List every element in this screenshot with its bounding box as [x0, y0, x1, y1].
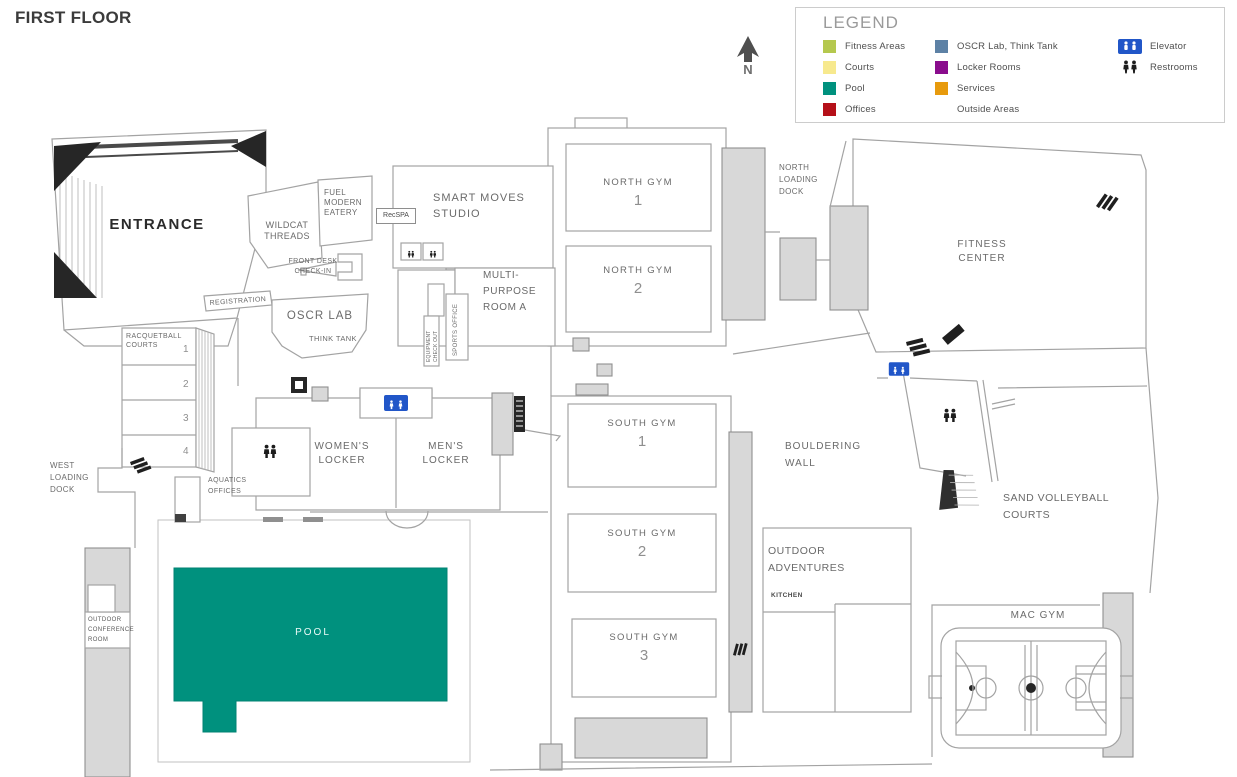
stairs-icon — [906, 323, 965, 358]
room-oscr-lab — [271, 293, 369, 359]
label-outdoor-conference: OUTDOOR CONFERENCE ROOM — [88, 617, 135, 643]
label-aquatics-offices: AQUATICS OFFICES — [208, 477, 247, 495]
room-racquetball-courts — [121, 327, 215, 473]
legend-item: Outside Areas — [935, 102, 1058, 116]
legend-column-3: Elevator Restrooms — [1118, 38, 1198, 81]
services-swatch — [935, 81, 948, 95]
room-north-gym-1 — [565, 143, 712, 232]
room-south-gym-1 — [567, 403, 717, 488]
legend: LEGEND Fitness Areas Courts Pool Offices — [795, 7, 1225, 123]
restroom-boxes-lobby — [400, 242, 444, 261]
stairs-icon — [291, 377, 307, 393]
label-smart-moves: SMART MOVES STUDIO — [433, 192, 525, 220]
room-wildcat-threads — [247, 181, 323, 269]
legend-item: Fitness Areas — [823, 39, 905, 53]
legend-title: LEGEND — [823, 13, 899, 32]
label-west-loading-dock: WEST LOADING DOCK — [50, 461, 89, 494]
legend-item: Services — [935, 81, 1058, 95]
legend-item: Locker Rooms — [935, 60, 1058, 74]
walls — [97, 140, 1159, 771]
legend-item: Restrooms — [1118, 60, 1198, 74]
label-womens-locker: WOMEN'S LOCKER — [314, 441, 370, 466]
room-aquatics-offices — [174, 476, 201, 523]
elevator-icon — [1118, 38, 1142, 54]
mac-gym-court — [928, 627, 1134, 749]
fitness-areas-swatch — [823, 39, 836, 53]
legend-column-1: Fitness Areas Courts Pool Offices — [823, 39, 905, 123]
north-arrow-icon — [737, 36, 759, 62]
room-outdoor-conference — [84, 584, 131, 649]
label-south-gym-1: SOUTH GYM 1 — [607, 418, 677, 450]
label-south-gym-3: SOUTH GYM 3 — [609, 632, 679, 664]
label-north-loading-dock: NORTH LOADING DOCK — [779, 163, 818, 196]
label-sports-office: SPORTS OFFICE — [453, 303, 459, 356]
pool-swatch — [823, 81, 836, 95]
label-oscr-lab: OSCR LAB — [286, 310, 354, 322]
legend-item: OSCR Lab, Think Tank — [935, 39, 1058, 53]
label-pool: POOL — [295, 627, 331, 638]
racquetball-court-number: 3 — [183, 413, 189, 424]
oscr-lab-swatch — [935, 39, 948, 53]
label-north-gym-2: NORTH GYM 2 — [603, 265, 673, 297]
label-rec-spa: RecSPA — [376, 208, 416, 224]
restrooms-icon — [1118, 60, 1142, 74]
elevator-icon — [384, 395, 408, 411]
racquetball-court-number: 1 — [183, 344, 189, 355]
label-front-desk: FRONT DESK CHECK-IN — [288, 258, 338, 275]
room-entrance — [51, 129, 267, 386]
front-desk-shape — [297, 253, 363, 281]
locker-rooms-swatch — [935, 60, 948, 74]
legend-item: Pool — [823, 81, 905, 95]
legend-item: Elevator — [1118, 38, 1198, 54]
restrooms-icon — [944, 409, 956, 422]
label-north-gym-1: NORTH GYM 1 — [603, 177, 673, 209]
label-kitchen: KITCHEN — [771, 592, 803, 599]
offices-swatch — [823, 102, 836, 116]
room-outdoor-adventures — [762, 527, 912, 713]
label-sand-volleyball: SAND VOLLEYBALL COURTS — [1003, 492, 1110, 521]
legend-column-2: OSCR Lab, Think Tank Locker Rooms Servic… — [935, 39, 1058, 123]
label-entrance: ENTRANCE — [109, 216, 205, 233]
stairs-icon — [939, 469, 980, 510]
outside-areas-swatch — [935, 102, 948, 116]
room-sports-office — [445, 293, 469, 361]
room-mac-gym — [931, 604, 1100, 757]
label-mens-locker: MEN'S LOCKER — [422, 441, 470, 466]
room-south-gym-3 — [571, 618, 717, 698]
room-equipment-check-out — [423, 315, 440, 367]
elevator-icon — [889, 362, 909, 376]
label-bouldering-wall: BOULDERING WALL — [785, 441, 862, 469]
label-south-gym-2: SOUTH GYM 2 — [607, 528, 677, 560]
room-north-gym-2 — [565, 245, 712, 333]
racquetball-court-number: 2 — [183, 379, 189, 390]
room-south-gym-2 — [567, 513, 717, 593]
legend-item: Offices — [823, 102, 905, 116]
room-fuel-eatery — [317, 175, 373, 247]
north-label: N — [743, 62, 753, 77]
label-equipment-check-out: EQUIPMENT CHECK OUT — [426, 330, 439, 362]
label-outdoor-adventures: OUTDOOR ADVENTURES — [768, 545, 845, 574]
label-wildcat-threads: WILDCAT THREADS — [264, 220, 310, 242]
label-multi-purpose: MULTI- PURPOSE ROOM A — [483, 270, 537, 313]
label-racquetball-courts: RACQUETBALL COURTS — [126, 333, 182, 349]
page-title: FIRST FLOOR — [15, 8, 132, 27]
racquetball-court-number: 4 — [183, 446, 189, 457]
label-think-tank: THINK TANK — [309, 334, 357, 343]
label-fuel-eatery: FUEL MODERN EATERY — [324, 188, 362, 217]
pool-water — [173, 517, 448, 733]
legend-item: Courts — [823, 60, 905, 74]
courts-swatch — [823, 60, 836, 74]
stairs-icon — [514, 396, 525, 432]
label-fitness-center: FITNESS CENTER — [957, 239, 1007, 264]
label-mac-gym: MAC GYM — [1010, 610, 1066, 621]
